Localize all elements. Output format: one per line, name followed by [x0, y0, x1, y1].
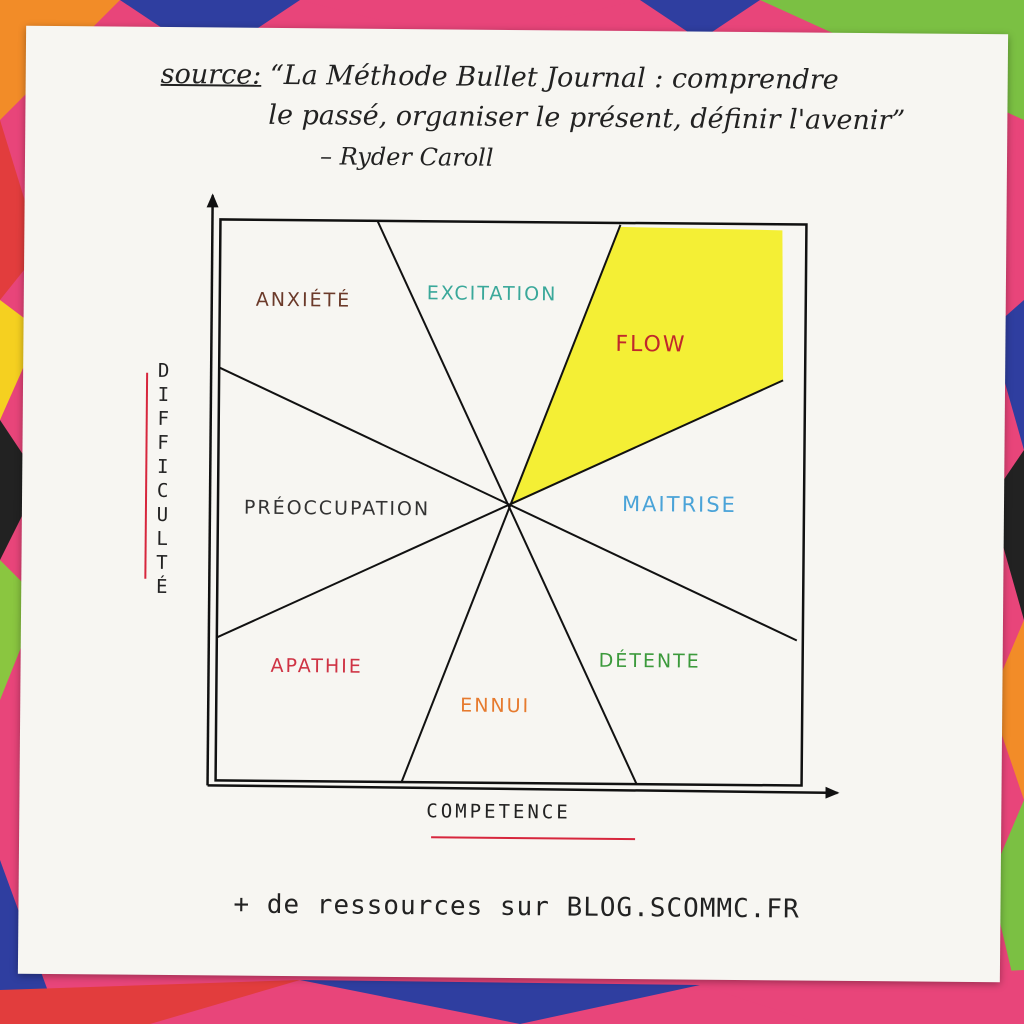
divider-line-4 [216, 379, 784, 639]
zone-excitation: EXCITATION [427, 282, 558, 305]
y-axis-arrow [206, 193, 219, 786]
footer-resources: + de ressources sur BLOG.SCOMMC.FR [233, 889, 800, 925]
zone-preoccupation: PRÉOCCUPATION [244, 496, 430, 521]
diagram-frame [214, 218, 808, 787]
y-axis-letter: T [156, 552, 171, 574]
zone-detente: DÉTENTE [599, 649, 701, 673]
y-axis-letter: I [157, 456, 172, 478]
paper-sheet: source: “La Méthode Bullet Journal : com… [17, 25, 1009, 983]
zone-flow: FLOW [615, 332, 686, 358]
y-axis-letter: U [157, 504, 172, 526]
x-axis-label: COMPETENCE [426, 800, 571, 823]
y-axis-letter: F [157, 432, 172, 454]
zone-anxiete: ANXIÉTÉ [256, 288, 352, 312]
y-axis-letter: L [156, 528, 171, 550]
y-axis-letter: I [158, 384, 173, 406]
zone-apathie: APATHIE [270, 655, 362, 678]
flow-highlight [508, 226, 784, 506]
y-axis-letter: É [156, 575, 171, 598]
y-axis-letter: D [158, 360, 173, 382]
divider-line-3 [218, 366, 798, 642]
y-axis-letter: C [157, 480, 172, 502]
zone-ennui: ENNUI [460, 695, 530, 718]
y-axis-underline [144, 372, 149, 579]
x-axis-arrow [207, 784, 840, 799]
x-axis-underline [431, 836, 636, 841]
flow-diagram: ANXIÉTÉ EXCITATION FLOW MAITRISE PRÉOCCU… [144, 193, 840, 841]
y-axis-letter: F [157, 408, 172, 430]
zone-maitrise: MAITRISE [622, 492, 737, 517]
